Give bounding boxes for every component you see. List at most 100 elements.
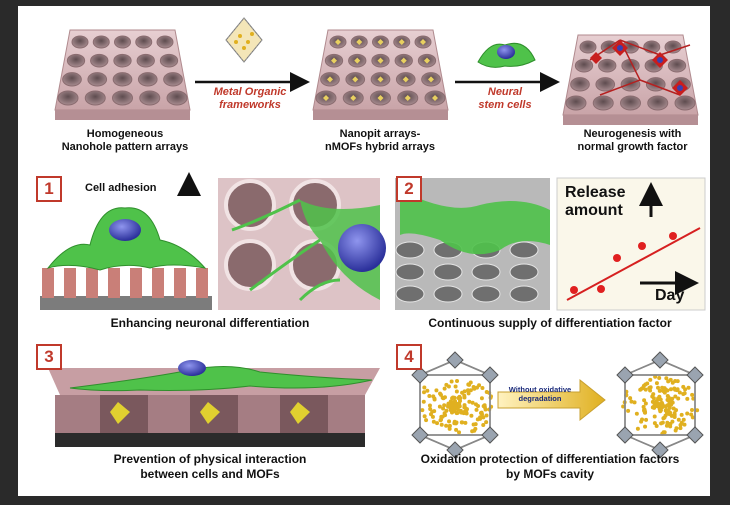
nanopillar xyxy=(130,268,142,298)
arrow-label-stem-cells-line2: stem cells xyxy=(455,99,555,112)
growth-factor-dot xyxy=(443,387,447,391)
growth-factor-dot xyxy=(449,409,453,413)
growth-factor-dot xyxy=(475,386,479,390)
mof-node xyxy=(652,352,668,368)
nanohole xyxy=(91,54,108,67)
growth-factor-dot xyxy=(643,409,647,413)
growth-factor-dot xyxy=(448,424,452,428)
growth-factor-dot xyxy=(681,392,685,396)
growth-factor-dot xyxy=(456,411,460,415)
arrow-mof xyxy=(195,18,305,82)
growth-factor-dot xyxy=(642,405,646,409)
arrow-label-stem-cells: Neural stem cells xyxy=(455,86,555,112)
arrow-label-mof-line2: frameworks xyxy=(195,99,305,112)
growth-factor-dot xyxy=(678,426,682,430)
growth-factor-dot xyxy=(444,409,448,413)
release-amount-line1: Release xyxy=(565,184,626,202)
release-hole xyxy=(434,264,462,280)
growth-factor-dot xyxy=(668,406,672,410)
growth-factor-dot xyxy=(673,413,677,417)
growth-factor-dot xyxy=(664,376,668,380)
nanohole xyxy=(136,36,152,48)
label-neurogenesis-line2: normal growth factor xyxy=(560,141,705,154)
day-label: Day xyxy=(655,287,684,305)
nanohole xyxy=(85,91,105,105)
nanohole xyxy=(113,73,132,86)
label-homogeneous-line2: Nanohole pattern arrays xyxy=(40,141,210,154)
label-homogeneous-line1: Homogeneous xyxy=(40,128,210,141)
panel4-caption-line1: Oxidation protection of differentiation … xyxy=(390,452,710,467)
panel3-caption: Prevention of physical interaction betwe… xyxy=(40,452,380,482)
nanohole xyxy=(88,73,107,86)
growth-factor-dot xyxy=(665,421,669,425)
panel1-cell-illustration xyxy=(40,178,212,310)
release-hole xyxy=(510,286,538,302)
growth-factor-dot xyxy=(422,400,426,404)
release-hole xyxy=(472,286,500,302)
nanohole xyxy=(140,91,160,105)
growth-factor-dot xyxy=(670,420,674,424)
chart-point xyxy=(597,285,605,293)
chart-point xyxy=(638,242,646,250)
label-neurogenesis: Neurogenesis with normal growth factor xyxy=(560,128,705,154)
nanohole xyxy=(114,54,131,67)
chart-point xyxy=(669,232,677,240)
growth-factor-dot xyxy=(455,390,459,394)
growth-factor-dot xyxy=(658,397,662,401)
panel1-closeup xyxy=(218,178,386,310)
release-hole xyxy=(396,242,424,258)
panel3-number: 3 xyxy=(36,344,62,370)
growth-factor-dot xyxy=(474,402,478,406)
growth-factor-dot xyxy=(681,385,685,389)
growth-factor-dot xyxy=(447,419,451,423)
panel4-number: 4 xyxy=(396,344,422,370)
arrow-label-mof-line1: Metal Organic xyxy=(195,86,305,99)
growth-factor-dot xyxy=(484,408,488,412)
closeup-hole xyxy=(226,241,274,289)
nanohole xyxy=(138,73,157,86)
growth-factor-dot xyxy=(677,418,681,422)
panel4-arrow-label: Without oxidative degradation xyxy=(498,385,582,403)
panel4-caption-line2: by MOFs cavity xyxy=(390,467,710,482)
arrow-stem-cell xyxy=(455,43,555,82)
growth-factor-dot xyxy=(690,393,694,397)
nanohole xyxy=(566,96,586,110)
growth-factor-dot xyxy=(670,397,674,401)
nanopillar xyxy=(108,268,120,298)
nanohole xyxy=(575,59,592,72)
nanohole xyxy=(58,91,78,105)
growth-factor-dot xyxy=(669,387,673,391)
nanohole xyxy=(113,91,133,105)
growth-factor-dot xyxy=(643,425,647,429)
growth-factor-dot xyxy=(653,421,657,425)
growth-factor-dot xyxy=(424,418,428,422)
panel4-arrow-line2: degradation xyxy=(498,394,582,403)
mof-node xyxy=(482,367,498,383)
nanohole xyxy=(571,78,590,91)
growth-factor-dot xyxy=(425,389,429,393)
growth-factor-dot xyxy=(467,400,471,404)
growth-factor-dot xyxy=(463,410,467,414)
growth-factor-dot xyxy=(661,421,665,425)
nanohole xyxy=(93,36,109,48)
growth-factor-dot xyxy=(672,387,676,391)
panel3-caption-line1: Prevention of physical interaction xyxy=(40,452,380,467)
growth-factor-dot xyxy=(476,417,480,421)
arrow-label-mof: Metal Organic frameworks xyxy=(195,86,305,112)
growth-factor-dot xyxy=(439,393,443,397)
label-nanopit: Nanopit arrays- nMOFs hybrid arrays xyxy=(300,128,460,154)
nanopillar xyxy=(152,268,164,298)
growth-factor-dot xyxy=(458,396,462,400)
growth-factor-dot xyxy=(457,430,461,434)
growth-factor-dot xyxy=(484,420,488,424)
growth-factor-dot xyxy=(683,423,687,427)
nanohole xyxy=(72,36,88,48)
mof-node xyxy=(447,352,463,368)
nanohole xyxy=(164,73,183,86)
growth-factor-dot xyxy=(658,389,662,393)
growth-factor-dot xyxy=(470,429,474,433)
growth-factor-dot xyxy=(430,410,434,414)
growth-factor-dot xyxy=(644,418,648,422)
growth-factor-dot xyxy=(666,394,670,398)
growth-factor-dot xyxy=(466,388,470,392)
